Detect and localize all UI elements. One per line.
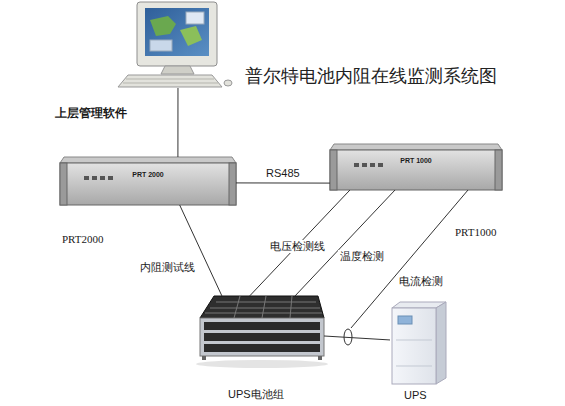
connector-line <box>250 190 350 296</box>
battery-rack <box>196 296 328 368</box>
computer-icon <box>118 2 232 87</box>
computer-node: 上层管理软件 <box>120 0 230 88</box>
connector-label: 电压检测线 <box>268 240 327 253</box>
battery-node: UPS电池组 <box>200 296 324 358</box>
ups-label: UPS <box>404 389 427 402</box>
software-label: 上层管理软件 <box>55 106 127 120</box>
faceplate-text: PRT 1000 <box>400 157 432 165</box>
connector-line <box>324 336 390 340</box>
ups-node: UPS <box>390 302 446 386</box>
connector-line <box>180 205 222 296</box>
diagram-title: 普尔特电池内阻在线监测系统图 <box>245 64 497 88</box>
device-label: PRT2000 <box>62 233 104 246</box>
rack-device <box>330 144 502 190</box>
ups-cabinet <box>392 302 446 384</box>
rack-device <box>60 157 236 205</box>
faceplate-text: PRT 2000 <box>132 171 164 179</box>
signal-label: 电流检测 <box>397 275 445 288</box>
connector-label: 内阻测试线 <box>138 261 197 274</box>
connector-label: 温度检测 <box>338 250 386 263</box>
device-label: PRT1000 <box>455 226 497 239</box>
device-node: PRT 1000PRT1000 <box>330 144 502 190</box>
connector-line <box>177 88 178 157</box>
connector-label: RS485 <box>264 167 302 180</box>
battery-label: UPS电池组 <box>228 388 284 401</box>
connector-line <box>236 182 330 183</box>
device-node: PRT 2000PRT2000 <box>60 157 236 205</box>
